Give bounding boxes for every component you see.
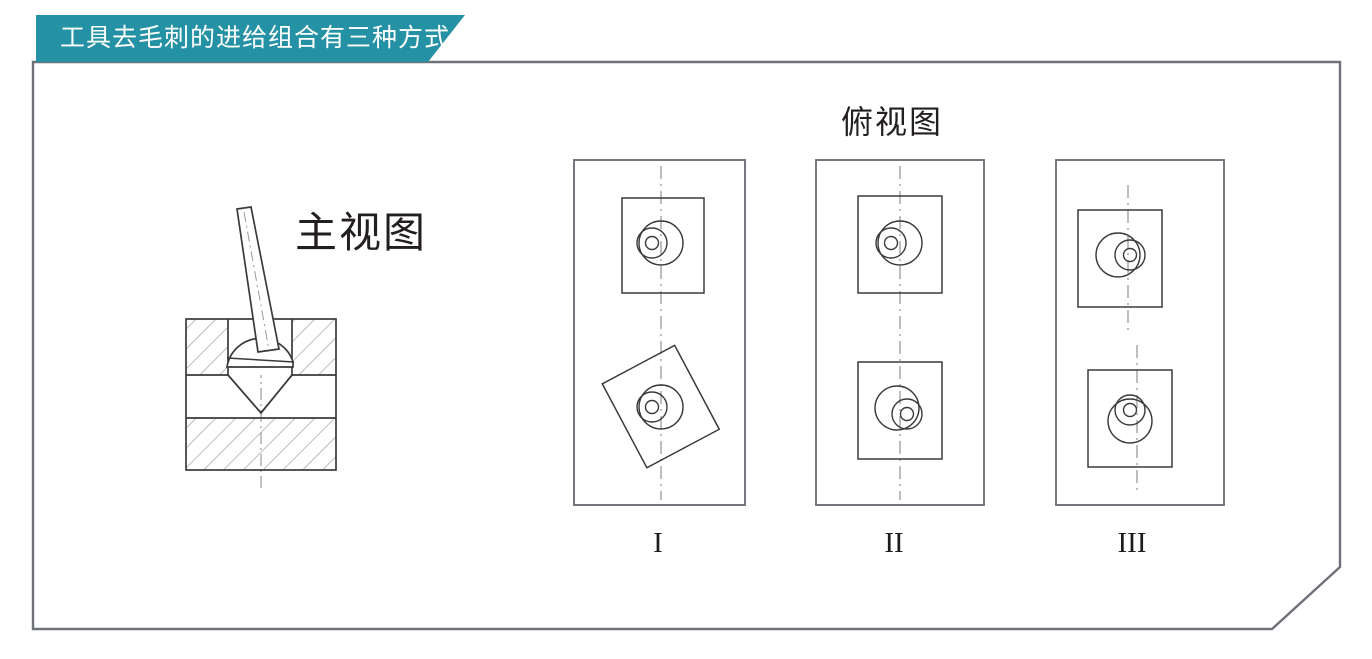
panel-3-upper-part [1077, 209, 1163, 308]
panel-1-lower-part [601, 344, 721, 469]
panel-label-1: I [653, 527, 663, 559]
panel-2-lower-tool [874, 385, 923, 431]
front-view-label: 主视图 [295, 211, 428, 257]
panel-2-lower-part [857, 361, 943, 460]
panel-1-upper-part [621, 197, 705, 294]
front-view-drawing [185, 206, 337, 492]
top-view-panel-2 [815, 159, 985, 506]
panel-3-upper-tool [1095, 232, 1146, 278]
top-view-panel-3 [1055, 159, 1225, 506]
tool-cone-tip [227, 374, 293, 415]
content-frame [31, 60, 1342, 631]
panel-label-2: II [884, 527, 904, 559]
tool-dome-seam [226, 357, 295, 363]
panel-3-frame [1055, 159, 1225, 506]
panel-1-frame [573, 159, 746, 506]
banner-title: 工具去毛刺的进给组合有三种方式 [60, 24, 451, 52]
panel-label-3: III [1117, 527, 1147, 559]
title-banner [36, 15, 465, 62]
top-view-panel-1 [573, 159, 746, 506]
panel-2-frame [815, 159, 985, 506]
tool-shank [236, 206, 281, 353]
tool-shank-centerline [243, 211, 270, 351]
panel-1-lower-tool [636, 384, 684, 430]
panel-2-upper-part [857, 195, 943, 294]
panel-3-lower-part [1087, 369, 1173, 468]
panel-1-lower-part-group [601, 344, 721, 469]
panel-3-lower-tool [1107, 394, 1153, 444]
top-view-label: 俯视图 [841, 104, 944, 140]
workpiece-lower-hatch [186, 418, 336, 470]
panel-1-upper-tool [636, 220, 684, 266]
panel-2-upper-tool [875, 220, 923, 266]
